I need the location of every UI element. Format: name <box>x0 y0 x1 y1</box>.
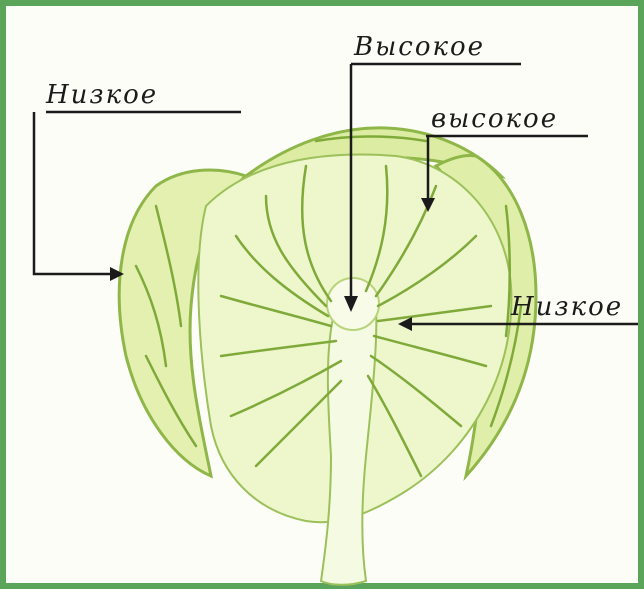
label-low-left: Низкое <box>46 82 158 108</box>
label-high-top: Высокое <box>354 34 485 60</box>
label-high-right: высокое <box>431 106 558 132</box>
cabbage-head <box>198 154 511 584</box>
label-low-right: Низкое <box>511 294 623 320</box>
